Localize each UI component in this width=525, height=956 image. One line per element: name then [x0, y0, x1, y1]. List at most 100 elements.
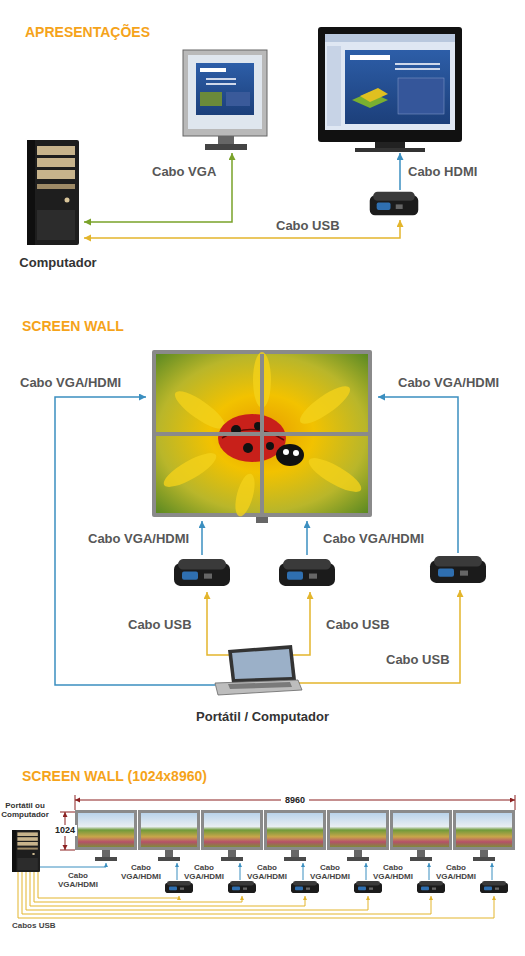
tv-base [355, 148, 425, 152]
slide-line [206, 83, 236, 85]
laptop [215, 645, 302, 695]
computer-device: Computador [8, 140, 108, 270]
petal [232, 472, 259, 519]
slide-chart [200, 92, 222, 106]
cable-label: Cabo VGA/HDMI [306, 863, 354, 881]
monitor [264, 810, 326, 861]
ladybug-eye [283, 449, 289, 455]
laptop-screen [232, 649, 292, 679]
video-cables [177, 863, 492, 880]
section-heading: SCREEN WALL [22, 318, 262, 335]
ladybug-spot [266, 442, 274, 450]
section-heading: SCREEN WALL (1024x8960) [22, 768, 322, 785]
wall-image [156, 354, 368, 513]
hdmi-cable [399, 153, 401, 190]
monitor [390, 810, 452, 861]
usb-adapter [480, 881, 508, 893]
video-cable [492, 863, 493, 880]
laptop-device: Portátil / Computador [180, 640, 345, 724]
tv-screen [325, 34, 455, 130]
usb-cable [84, 220, 400, 238]
cable-label: Cabos USB [12, 921, 82, 930]
cable-label: Cabo VGA/HDMI [20, 375, 150, 390]
slide-line [200, 68, 226, 72]
monitor [183, 50, 267, 150]
usb-adapter [417, 881, 445, 893]
slide-line [395, 68, 440, 70]
slide [345, 50, 450, 124]
video-cable [177, 863, 178, 880]
computer-tower [12, 830, 40, 872]
monitor [75, 810, 137, 861]
usb-adapter [228, 881, 256, 893]
wall-bezel [156, 432, 368, 436]
usb-adapter [370, 192, 419, 216]
television [318, 27, 462, 152]
cable-label: Cabo HDMI [408, 164, 508, 179]
ladybug-head [276, 444, 304, 466]
monitor [453, 810, 515, 861]
ladybug-spot [243, 443, 253, 453]
ladybug-eye [293, 450, 299, 456]
cable-label: Cabo VGA/HDMI [369, 863, 417, 881]
usb-adapter [279, 559, 335, 586]
monitor-base [205, 144, 247, 150]
dimension-label: 1024 [53, 825, 77, 836]
video-cable [303, 863, 304, 880]
petal [305, 452, 366, 498]
video-cable [366, 863, 367, 880]
usb-adapter [291, 881, 319, 893]
laptop-lid [228, 645, 296, 683]
slide-chart [360, 88, 388, 102]
slide [196, 63, 254, 115]
slide-table [398, 78, 444, 114]
petal [170, 385, 229, 434]
monitor-stand [218, 136, 234, 144]
slide-table [226, 92, 250, 106]
computer-tower [27, 140, 79, 245]
usb-adapter [354, 881, 382, 893]
slide-line [350, 55, 390, 60]
usb-cable [295, 590, 460, 683]
monitor [327, 810, 389, 861]
cable-label: Cabo VGA/HDMI [88, 531, 218, 546]
cable-label: Cabo VGA [152, 164, 242, 179]
cable-label: Cabo USB [128, 617, 218, 632]
monitor [138, 810, 200, 861]
wall-stand [256, 517, 268, 523]
usb-adapter [165, 881, 193, 893]
device-label: Computador [19, 255, 96, 270]
cable-label: Cabo USB [326, 617, 416, 632]
video-cable [240, 863, 241, 880]
monitor [201, 810, 263, 861]
cable-label: Cabo VGA/HDMI [180, 863, 228, 881]
device-label: Portátil ou Computador [0, 801, 50, 819]
video-cable [40, 863, 106, 867]
video-cable [429, 863, 430, 880]
slide-line [395, 63, 440, 65]
slide-panel [327, 46, 341, 126]
petal [295, 380, 354, 429]
cable-label: Cabo VGA/HDMI [54, 871, 102, 889]
device-label: Portátil / Computador [196, 709, 329, 724]
monitor-frame [183, 50, 267, 136]
petal [160, 447, 221, 493]
laptop-base [215, 680, 302, 695]
usb-adapter [174, 559, 230, 586]
video-cable [201, 521, 203, 555]
cable-label: Cabo VGA/HDMI [398, 375, 523, 390]
cable-label: Cabo VGA/HDMI [117, 863, 165, 881]
ladybug-shell [218, 414, 286, 462]
toolbar [325, 34, 455, 42]
video-wall [152, 350, 372, 523]
dimension-label: 8960 [281, 795, 309, 806]
cable-label: Cabo USB [386, 652, 476, 667]
laptop-keyboard [228, 682, 292, 689]
tv-stand [375, 142, 405, 149]
vga-cable [84, 153, 232, 222]
cable-label: Cabo USB [276, 218, 366, 233]
video-cable [306, 521, 308, 555]
